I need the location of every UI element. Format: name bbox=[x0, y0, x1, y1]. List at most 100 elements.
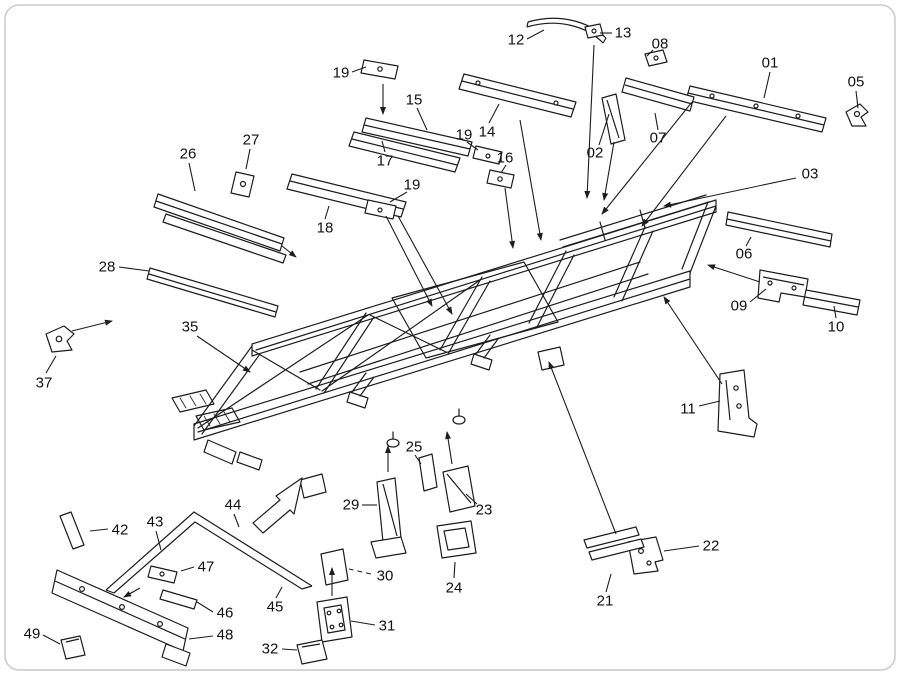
part-label-11: 11 bbox=[680, 401, 696, 418]
part-label-05: 05 bbox=[848, 74, 865, 91]
part-49-shape bbox=[60, 635, 86, 660]
part-27-shape bbox=[230, 171, 255, 198]
leader-line bbox=[584, 44, 595, 199]
part-label-19b: 19 bbox=[456, 127, 473, 144]
leader-line bbox=[233, 513, 240, 528]
part-label-44: 44 bbox=[225, 497, 242, 514]
chassis-frame-assembly bbox=[171, 194, 717, 499]
part-label-19c: 19 bbox=[404, 177, 421, 194]
leader-line bbox=[466, 141, 479, 151]
part-label-37: 37 bbox=[36, 375, 53, 392]
part-label-12: 12 bbox=[508, 32, 525, 49]
part-16-shape bbox=[486, 169, 515, 189]
leader-line bbox=[196, 601, 214, 613]
leader-line bbox=[465, 493, 478, 505]
part-19a-shape bbox=[360, 59, 399, 80]
part-label-22: 22 bbox=[703, 538, 720, 555]
leader-line bbox=[602, 141, 615, 201]
leader-line bbox=[698, 400, 721, 407]
part-label-03: 03 bbox=[802, 166, 819, 183]
part-label-31: 31 bbox=[379, 618, 396, 635]
leader-line bbox=[641, 115, 727, 227]
part-label-10: 10 bbox=[828, 319, 845, 336]
leader-line bbox=[414, 454, 422, 465]
leader-line bbox=[488, 103, 500, 124]
leader-line bbox=[654, 112, 659, 131]
part-21-shape bbox=[583, 526, 645, 561]
part-label-18: 18 bbox=[317, 220, 334, 237]
leader-line bbox=[548, 361, 617, 535]
leader-line bbox=[351, 66, 367, 73]
part-label-23: 23 bbox=[476, 502, 493, 519]
part-02-shape bbox=[601, 93, 626, 145]
leader-line bbox=[381, 140, 386, 153]
part-label-30: 30 bbox=[377, 568, 394, 585]
leader-line bbox=[196, 335, 251, 373]
leader-line bbox=[275, 586, 283, 599]
leader-line bbox=[188, 635, 214, 640]
leader-line bbox=[500, 164, 507, 174]
leader-line bbox=[601, 101, 693, 215]
part-label-28: 28 bbox=[99, 259, 116, 276]
part-24-shape bbox=[436, 520, 477, 559]
part-11-shape bbox=[717, 369, 758, 438]
leader-line bbox=[519, 119, 543, 241]
part-label-02: 02 bbox=[587, 145, 604, 162]
part-label-45: 45 bbox=[267, 599, 284, 616]
leader-line bbox=[348, 568, 372, 575]
part-47-shape bbox=[147, 565, 178, 584]
part-37-shape bbox=[45, 325, 75, 353]
part-32-shape bbox=[296, 639, 328, 665]
loose-parts-layer bbox=[45, 17, 869, 667]
part-15-shape bbox=[361, 117, 473, 157]
leader-line bbox=[445, 431, 453, 465]
part-43-44-shape bbox=[105, 511, 313, 594]
leader-line bbox=[763, 71, 771, 99]
leader-line bbox=[855, 90, 859, 109]
leader-line bbox=[89, 528, 109, 532]
part-14-shape bbox=[458, 73, 577, 118]
part-46-shape bbox=[159, 589, 198, 610]
part-label-07: 07 bbox=[650, 130, 667, 147]
leader-line bbox=[646, 49, 654, 57]
leader-line bbox=[42, 634, 61, 645]
part-03-06-shape bbox=[725, 211, 833, 248]
leader-line bbox=[389, 191, 408, 203]
part-label-16: 16 bbox=[497, 150, 514, 167]
part-05-shape bbox=[845, 103, 869, 127]
part-label-21: 21 bbox=[597, 593, 614, 610]
leader-line bbox=[663, 545, 700, 552]
part-label-15: 15 bbox=[406, 92, 423, 109]
leader-line bbox=[188, 162, 196, 192]
part-label-26: 26 bbox=[180, 146, 197, 163]
leader-line bbox=[745, 236, 752, 247]
leader-line bbox=[180, 566, 195, 572]
leader-line bbox=[749, 288, 767, 303]
part-label-42: 42 bbox=[112, 522, 129, 539]
part-29-shape bbox=[370, 477, 407, 559]
leader-line bbox=[350, 620, 376, 626]
part-31-shape bbox=[316, 596, 353, 643]
leader-line bbox=[155, 530, 162, 551]
part-26-shape bbox=[153, 193, 287, 264]
page-border bbox=[4, 4, 896, 671]
part-10-shape bbox=[802, 289, 861, 316]
leader-line bbox=[707, 264, 761, 283]
part-01-shape bbox=[685, 85, 827, 133]
leader-line bbox=[385, 215, 433, 307]
leader-lines-layer bbox=[42, 29, 859, 651]
leader-line bbox=[123, 587, 141, 598]
part-13-shape bbox=[584, 23, 604, 39]
part-label-09: 09 bbox=[731, 298, 748, 315]
part-28-shape bbox=[146, 267, 279, 318]
part-17-shape bbox=[348, 131, 461, 173]
leader-line bbox=[833, 305, 837, 319]
part-09-shape bbox=[757, 269, 809, 303]
part-label-14: 14 bbox=[479, 124, 496, 141]
part-23-shape bbox=[442, 465, 476, 513]
leader-line bbox=[663, 177, 797, 208]
leader-line bbox=[397, 215, 453, 315]
leader-line bbox=[118, 266, 150, 272]
